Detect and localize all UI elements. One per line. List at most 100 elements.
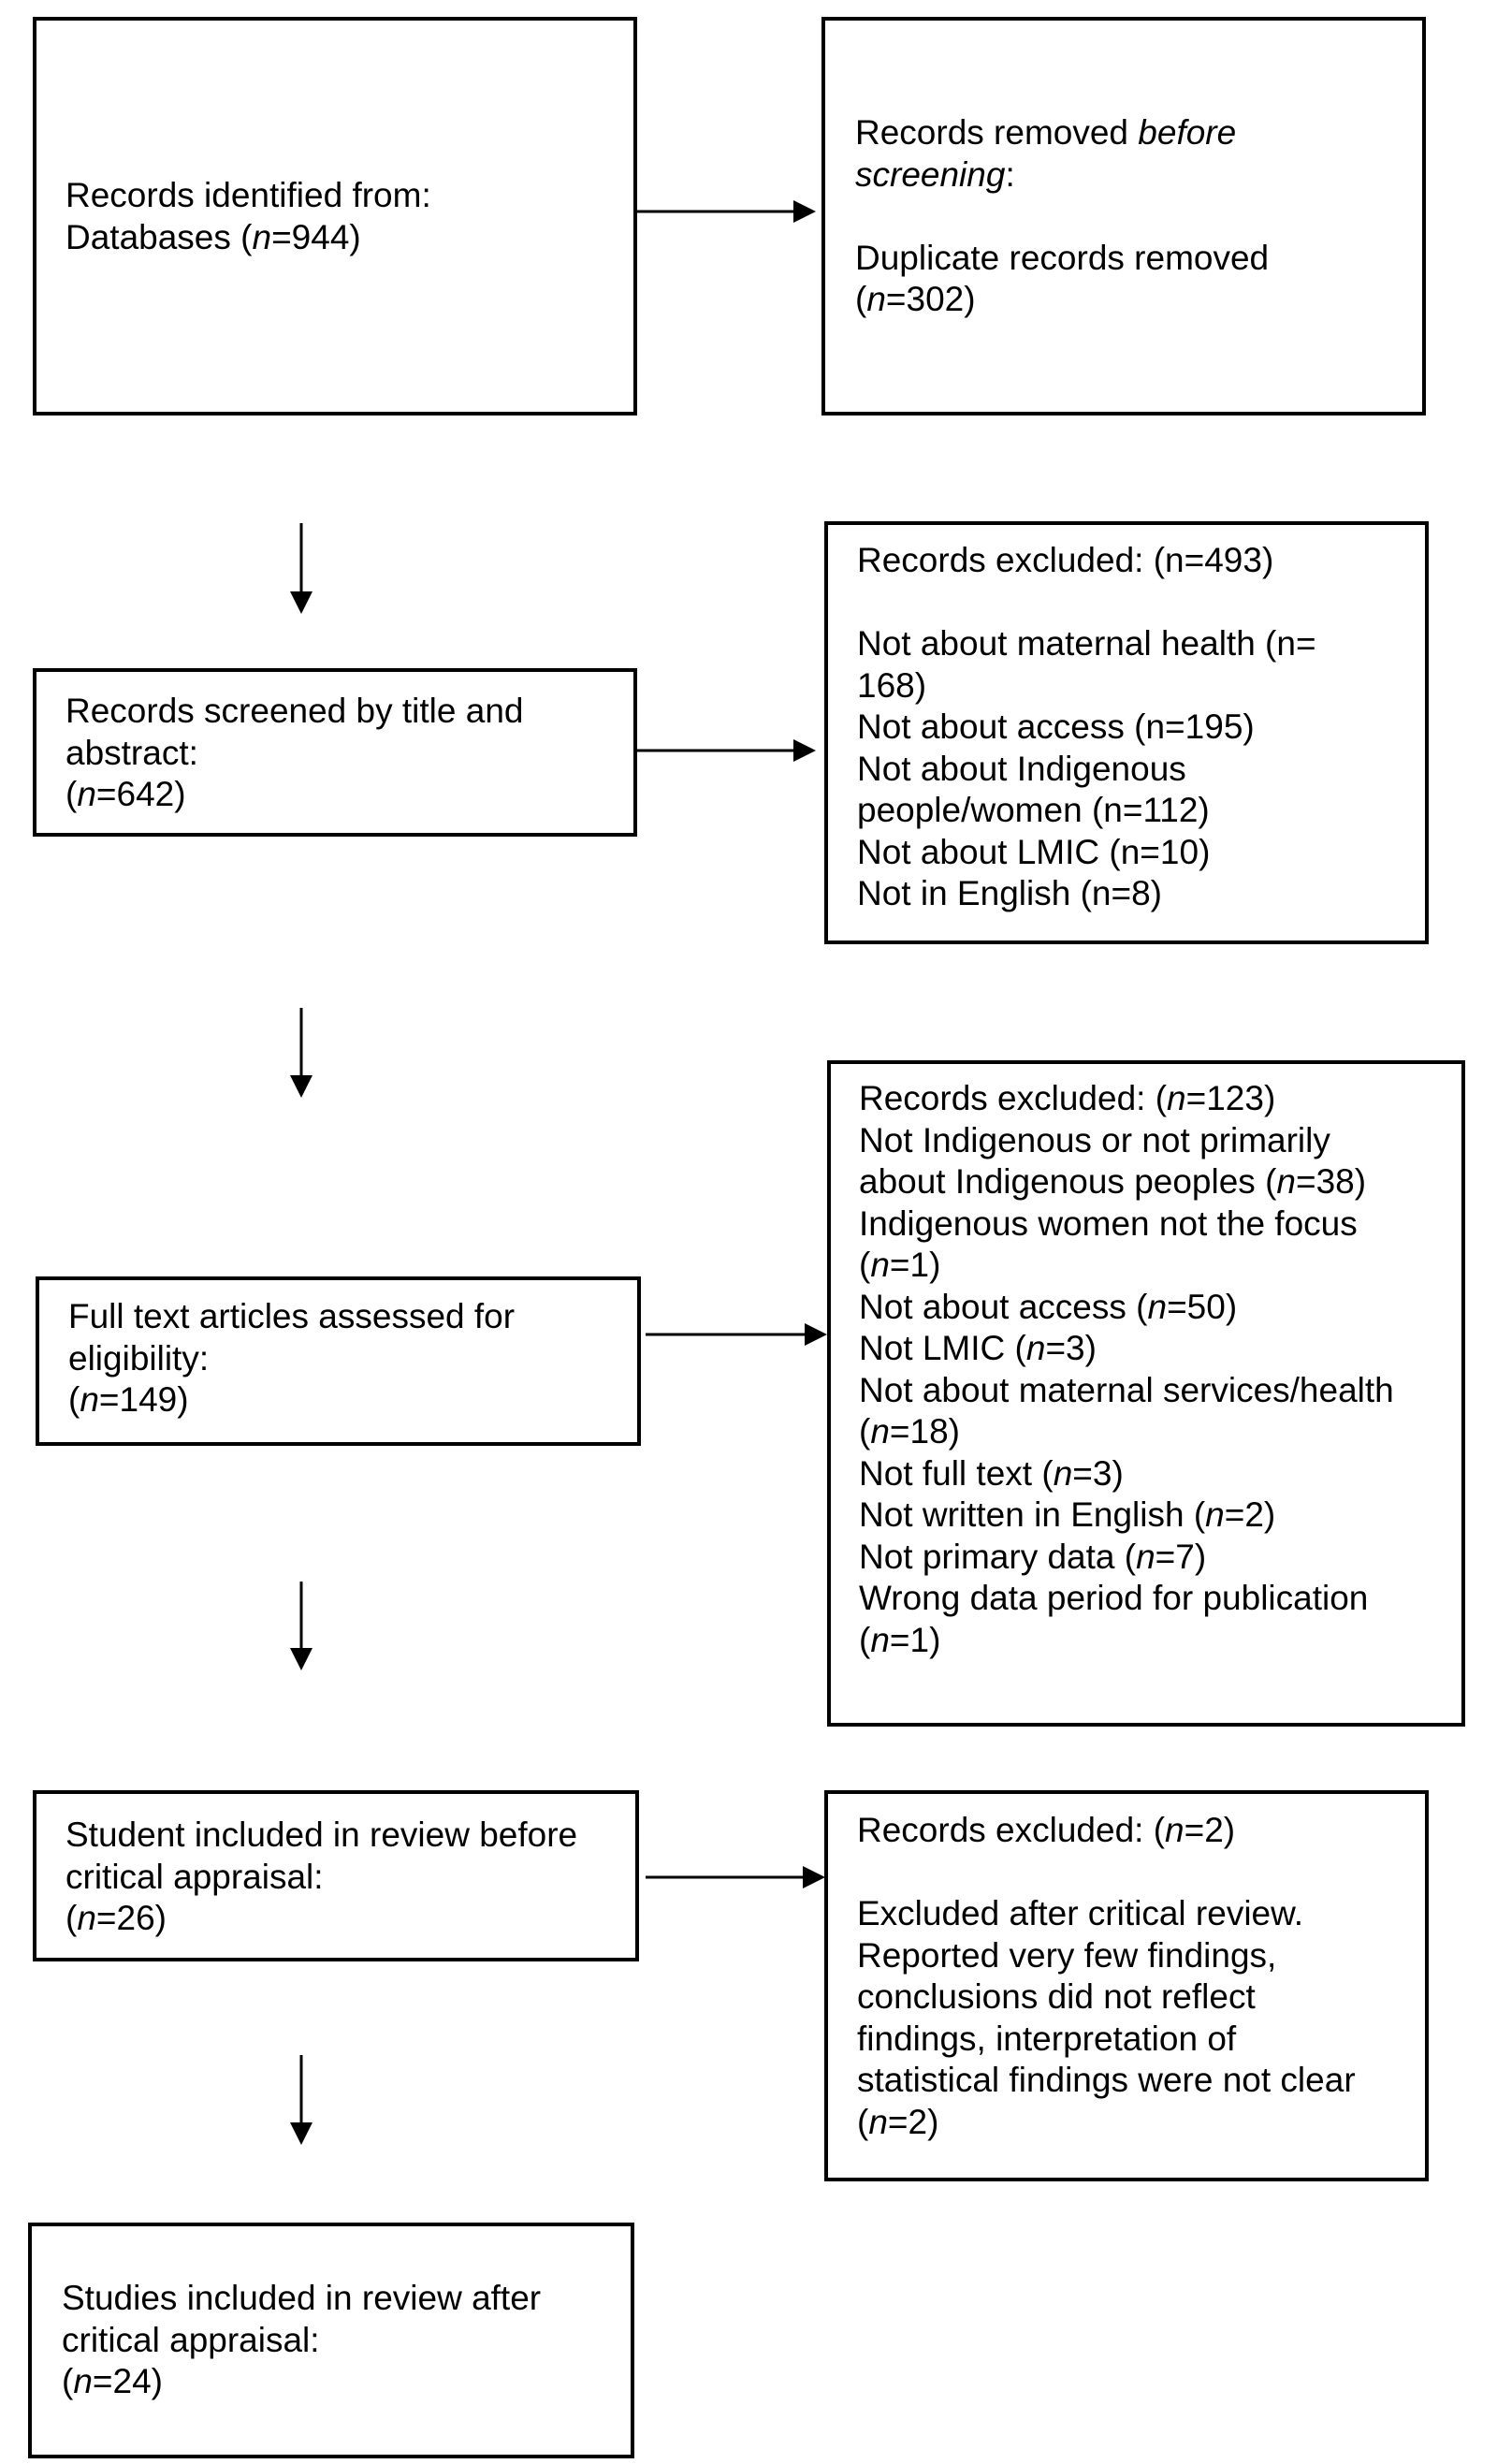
text-line: (n=1) (859, 1620, 1394, 1662)
text-line: findings, interpretation of (857, 2019, 1237, 2058)
text-line: Not about Indigenous (857, 749, 1186, 788)
text-line: Not about LMIC (n=10) (857, 832, 1211, 871)
text-fragment: ( (62, 2362, 74, 2400)
text-fragment: =302) (885, 280, 976, 318)
text-line: conclusions did not reflect (857, 1977, 1256, 2016)
italic-fragment: n (1025, 1329, 1046, 1367)
arrow-screened-to-excluded (632, 739, 816, 762)
text-fragment: Not full text ( (859, 1453, 1054, 1493)
arrow-down-1 (290, 523, 312, 614)
text-line: Records screened by title and (65, 692, 524, 730)
text-line: critical appraisal: (65, 1857, 324, 1896)
text-line: Records excluded: (n=2) (857, 1810, 1356, 1852)
text-fragment: Not LMIC ( (859, 1329, 1026, 1367)
text-line: (n=2) (857, 2102, 1356, 2144)
text-line: (n=24) (62, 2361, 541, 2403)
text-fragment: =3) (1072, 1453, 1124, 1493)
text-fragment: Not about access ( (859, 1287, 1148, 1326)
text-fragment: Databases ( (65, 217, 253, 256)
arrow-down-3 (290, 1582, 312, 1670)
records-excluded-appraisal-box (824, 1790, 1429, 2181)
italic-fragment: n (1165, 1811, 1185, 1849)
text-fragment: =2) (887, 2102, 939, 2141)
text-fragment: ( (859, 1620, 871, 1659)
included-before-appraisal-box (33, 1790, 639, 1961)
text-fragment: =944) (271, 217, 361, 256)
text-line: people/women (n=112) (857, 791, 1210, 829)
text-line: Records excluded: (n=123) (859, 1078, 1394, 1120)
records-identified-box (33, 17, 637, 416)
italic-fragment: n (73, 2362, 93, 2400)
text-line: (n=26) (65, 1898, 577, 1940)
arrow-down-2 (290, 1008, 312, 1098)
records-excluded-fulltext-box (827, 1060, 1465, 1727)
records-excluded-screening-text: Records excluded: (n=493) Not about mate… (857, 540, 1316, 915)
italic-fragment: n (252, 217, 272, 256)
text-line: (n=302) (855, 279, 1269, 321)
text-line: Duplicate records removed (855, 238, 1270, 277)
arrow-identified-to-removed (632, 200, 816, 223)
text-fragment: ( (859, 1412, 871, 1451)
text-line: Wrong data period for publication (859, 1579, 1369, 1617)
text-line: Records excluded: (n=493) (857, 541, 1274, 579)
text-fragment: =1) (889, 1246, 941, 1284)
text-fragment: =38) (1295, 1162, 1367, 1201)
text-fragment: =642) (95, 775, 186, 813)
text-fragment: Records removed (855, 113, 1139, 152)
records-excluded-fulltext-text: Records excluded: (n=123)Not Indigenous … (859, 1078, 1394, 1661)
text-line: Not written in English (n=2) (859, 1494, 1394, 1537)
text-line: (n=642) (65, 774, 524, 816)
records-screened-box (33, 668, 637, 837)
text-fragment: Not written in English ( (859, 1495, 1206, 1534)
italic-fragment: n (77, 775, 96, 813)
records-identified-text: Records identified from:Databases (n=944… (65, 175, 431, 258)
italic-fragment: n (868, 2102, 888, 2141)
text-line: Full text articles assessed for (68, 1297, 516, 1335)
text-fragment: Records excluded: ( (857, 1811, 1166, 1849)
included-after-appraisal-box (28, 2223, 634, 2458)
text-fragment: =26) (95, 1899, 167, 1937)
text-line: Studies included in review after (62, 2279, 542, 2317)
text-fragment: =149) (98, 1380, 189, 1419)
text-line: critical appraisal: (62, 2320, 320, 2359)
text-line (855, 196, 1269, 238)
text-fragment: ( (855, 280, 867, 318)
italic-fragment: screening (855, 154, 1006, 194)
text-fragment: ( (65, 1899, 78, 1937)
text-line: Excluded after critical review. (857, 1894, 1304, 1932)
text-line: Records removed before (855, 112, 1269, 154)
text-line: Not about access (n=50) (859, 1287, 1394, 1329)
arrow-down-4 (290, 2055, 312, 2145)
text-line: Student included in review before (65, 1815, 578, 1854)
text-line: 168) (857, 665, 927, 705)
text-line: about Indigenous peoples (n=38) (859, 1161, 1394, 1203)
text-fragment: =2) (1224, 1495, 1276, 1534)
text-fragment: =7) (1155, 1537, 1207, 1576)
text-fragment: =18) (889, 1412, 960, 1451)
italic-fragment: n (1147, 1287, 1168, 1326)
text-line: statistical findings were not clear (857, 2061, 1356, 2099)
fulltext-assessed-box (36, 1276, 641, 1446)
italic-fragment: n (866, 280, 886, 318)
text-line: (n=18) (859, 1411, 1394, 1453)
text-line: Not about maternal health (n= (857, 624, 1316, 663)
italic-fragment: n (1167, 1079, 1186, 1117)
text-line (857, 582, 1316, 624)
text-line: eligibility: (68, 1338, 210, 1378)
arrow-fulltext-to-excluded (646, 1323, 827, 1346)
italic-fragment: n (1053, 1453, 1073, 1493)
italic-fragment: n (870, 1246, 890, 1284)
text-line: Records identified from: (65, 176, 431, 214)
italic-fragment: n (1205, 1495, 1225, 1534)
text-line: Not LMIC (n=3) (859, 1328, 1394, 1370)
text-line: Databases (n=944) (65, 217, 431, 259)
text-fragment: =123) (1185, 1079, 1276, 1117)
text-line: abstract: (65, 733, 198, 772)
text-fragment: about Indigenous peoples ( (859, 1162, 1277, 1201)
text-line: (n=149) (68, 1379, 515, 1422)
